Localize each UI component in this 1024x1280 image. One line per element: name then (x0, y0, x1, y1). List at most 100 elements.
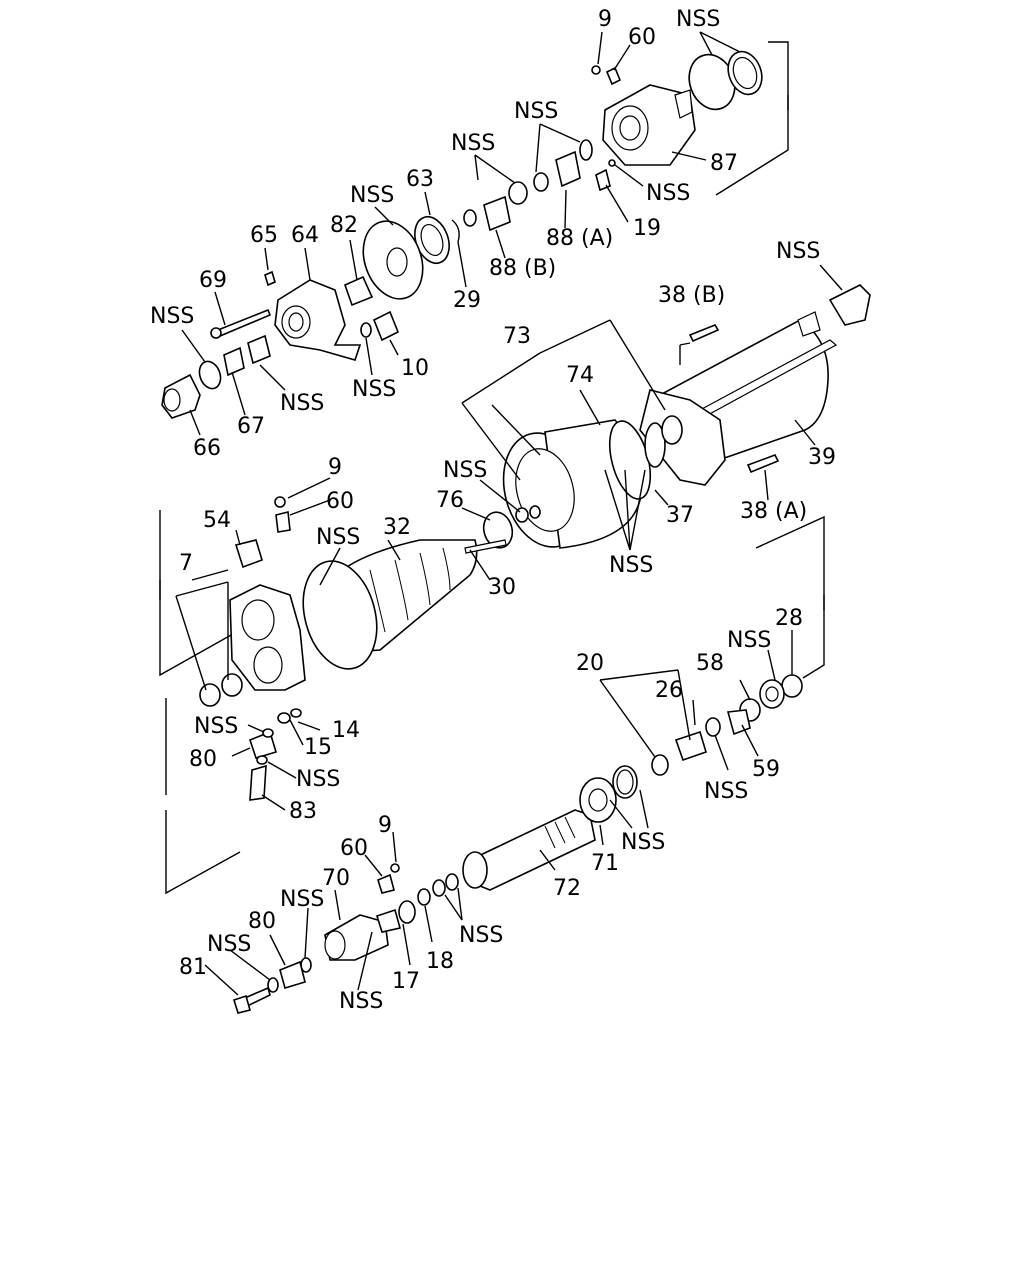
label-39: 39 (808, 445, 836, 470)
bleeder-60-b (275, 511, 291, 533)
label-59: 59 (752, 757, 780, 782)
label-64: 64 (291, 223, 319, 248)
label-nss: NSS (339, 989, 383, 1014)
label-nss: NSS (646, 181, 690, 206)
label-nss: NSS (443, 458, 487, 483)
label-38a: 38 (A) (740, 499, 807, 524)
label-72: 72 (553, 876, 581, 901)
label-9: 9 (378, 813, 392, 838)
bleeder-60 (605, 66, 622, 86)
label-nss: NSS (727, 628, 771, 653)
label-nss: NSS (280, 391, 324, 416)
label-18: 18 (426, 949, 454, 974)
bolt-83 (249, 764, 267, 801)
label-nss: NSS (316, 525, 360, 550)
valve-parts-group (599, 515, 825, 776)
washer-28 (781, 674, 803, 698)
rod-30 (464, 539, 507, 554)
label-83: 83 (289, 799, 317, 824)
label-nss: NSS (280, 887, 324, 912)
label-82: 82 (330, 213, 358, 238)
bleeder-60-c (377, 873, 395, 894)
fitting-10 (372, 310, 400, 342)
label-71: 71 (591, 851, 619, 876)
label-nss: NSS (621, 830, 665, 855)
label-19: 19 (633, 216, 661, 241)
shaft-group (165, 698, 649, 895)
label-63: 63 (406, 167, 434, 192)
label-nss: NSS (150, 304, 194, 329)
label-9: 9 (328, 455, 342, 480)
washer-18 (417, 888, 431, 906)
label-nss: NSS (609, 553, 653, 578)
label-30: 30 (488, 575, 516, 600)
bolt-69 (217, 308, 272, 338)
cap-9-c (390, 863, 400, 873)
nut-nss (247, 334, 271, 365)
bellows-group (159, 477, 507, 811)
label-76: 76 (436, 488, 464, 513)
washer-nss (198, 360, 222, 390)
label-60: 60 (628, 25, 656, 50)
cap-9 (591, 65, 601, 75)
cap-9-b (274, 496, 286, 508)
plate-59 (726, 709, 751, 736)
piston-88a (555, 150, 581, 188)
cap-54 (234, 539, 263, 569)
end-fitting-nss (828, 284, 871, 326)
label-88a: 88 (A) (546, 226, 613, 251)
label-nss: NSS (296, 767, 340, 792)
label-74: 74 (566, 363, 594, 388)
housing-87-group (591, 31, 789, 223)
lower-fitting-group (204, 831, 463, 1014)
label-66: 66 (193, 436, 221, 461)
label-29: 29 (453, 288, 481, 313)
seal-nss (579, 139, 593, 161)
label-15: 15 (304, 735, 332, 760)
label-58: 58 (696, 651, 724, 676)
union-80-b (279, 960, 306, 990)
label-38b: 38 (B) (658, 283, 725, 308)
label-80: 80 (189, 747, 217, 772)
label-54: 54 (203, 508, 231, 533)
label-32: 32 (383, 515, 411, 540)
label-67: 67 (237, 414, 265, 439)
label-26: 26 (655, 678, 683, 703)
label-17: 17 (392, 969, 420, 994)
label-87: 87 (710, 151, 738, 176)
part-17 (398, 900, 416, 924)
label-28: 28 (775, 606, 803, 631)
label-nss: NSS (451, 131, 495, 156)
cap-64 (274, 279, 362, 361)
valve-20 (674, 730, 707, 762)
label-10: 10 (401, 356, 429, 381)
bolt-38a (746, 454, 780, 474)
label-88b: 88 (B) (489, 256, 556, 281)
bolt-38b (688, 324, 720, 343)
shaft-end (462, 851, 488, 889)
label-65: 65 (250, 223, 278, 248)
label-80: 80 (248, 909, 276, 934)
label-nss: NSS (459, 923, 503, 948)
cup-82 (344, 275, 374, 307)
label-73: 73 (503, 324, 531, 349)
label-69: 69 (199, 268, 227, 293)
label-70: 70 (322, 866, 350, 891)
screw-65 (264, 270, 276, 287)
label-37: 37 (666, 503, 694, 528)
label-nss: NSS (676, 7, 720, 32)
piston-88b (483, 195, 511, 232)
label-nss: NSS (194, 714, 238, 739)
cylinder-cap-group (161, 123, 593, 436)
label-14: 14 (332, 718, 360, 743)
label-nss: NSS (514, 99, 558, 124)
label-nss: NSS (350, 183, 394, 208)
label-nss: NSS (207, 932, 251, 957)
seal-76 (482, 511, 514, 549)
label-60: 60 (326, 489, 354, 514)
label-nss: NSS (704, 779, 748, 804)
label-7: 7 (179, 551, 193, 576)
booster-group (461, 264, 871, 551)
label-nss: NSS (352, 377, 396, 402)
